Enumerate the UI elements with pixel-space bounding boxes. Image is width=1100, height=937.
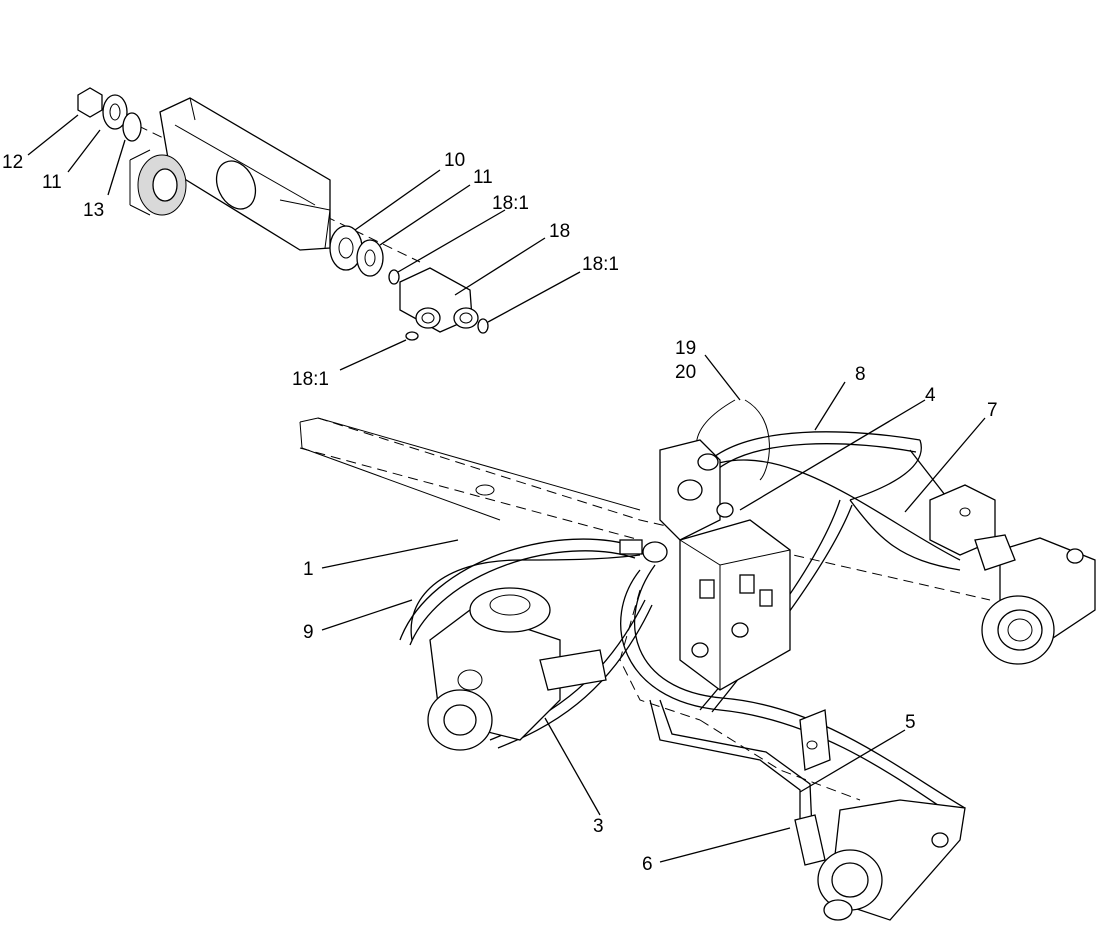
tee-fitting-part-18	[399, 267, 479, 333]
callout-8: 8	[855, 364, 866, 385]
callout-10: 10	[444, 150, 465, 171]
nut-part-12	[77, 87, 103, 118]
hose-part-1	[399, 538, 641, 641]
exploded-fitting-assembly	[77, 87, 489, 341]
tube-part-6	[659, 699, 813, 831]
callout-20: 20	[675, 362, 696, 383]
tube-part-5	[649, 699, 801, 830]
callout-13: 13	[83, 200, 104, 221]
callout-18-1-right: 18:1	[582, 254, 619, 275]
leader-lines	[27, 114, 986, 863]
washer-part-11	[356, 239, 384, 277]
oring-part-18-1-top	[388, 269, 400, 285]
callout-labels: 12 11 13 10 11 18:1 18 18:1 18:1 19 20 8…	[2, 150, 998, 875]
bracket-hole	[215, 160, 257, 210]
hose-lines	[399, 399, 981, 831]
hydraulic-pump	[427, 587, 607, 751]
hose-part-7	[849, 439, 922, 501]
callout-3: 3	[593, 816, 604, 837]
wheel-motor-lower	[794, 709, 966, 921]
callout-18-1-lower: 18:1	[292, 369, 329, 390]
hose-part-8	[699, 431, 921, 471]
machine-frame	[299, 417, 991, 801]
oring-part-18-1-bottom	[405, 331, 419, 341]
washer-part-11-top	[102, 94, 128, 130]
callout-18-1-upper: 18:1	[492, 193, 529, 214]
oring-part-18-1-right	[477, 318, 489, 334]
callout-5: 5	[905, 712, 916, 733]
callout-4: 4	[925, 385, 936, 406]
callout-9: 9	[303, 622, 314, 643]
wheel-motor-right	[929, 484, 1096, 665]
control-valve-block	[619, 439, 791, 691]
callout-11: 11	[473, 167, 493, 188]
drive-gear	[129, 149, 187, 216]
oring-part-13	[122, 112, 142, 142]
callout-11-top: 11	[42, 172, 62, 193]
callout-19: 19	[675, 338, 696, 359]
callout-18: 18	[549, 221, 570, 242]
callout-7: 7	[987, 400, 998, 421]
callout-1: 1	[303, 559, 314, 580]
callout-6: 6	[642, 854, 653, 875]
callout-12: 12	[2, 152, 23, 173]
